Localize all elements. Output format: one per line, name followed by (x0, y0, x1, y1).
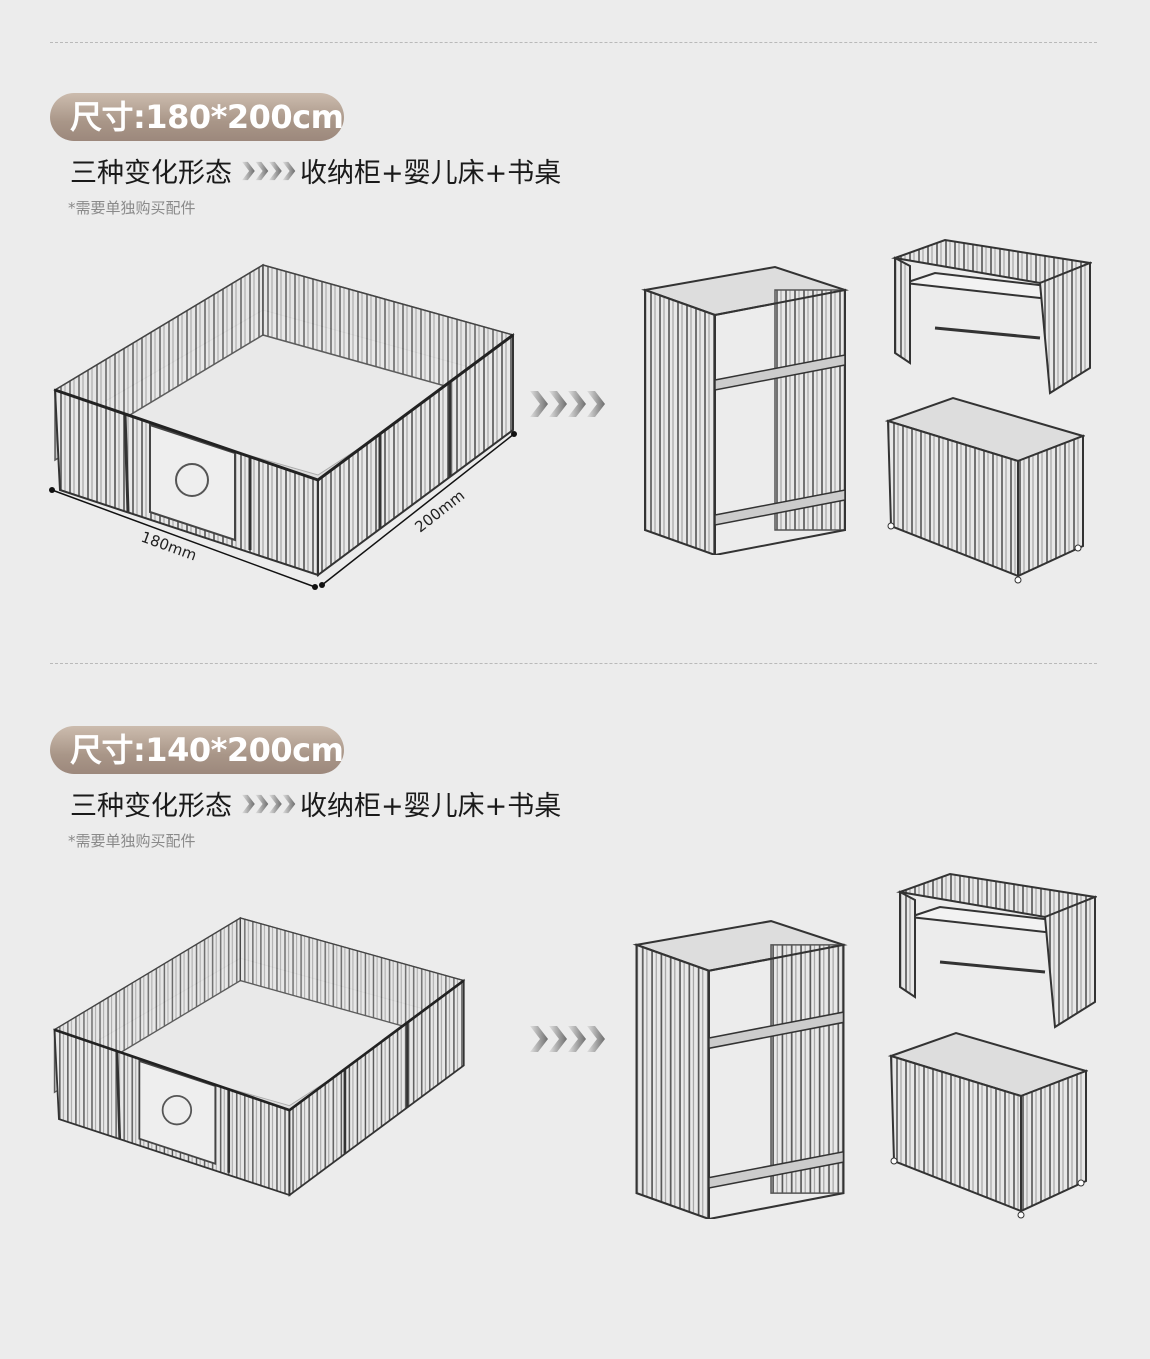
chevron-arrows-icon (530, 391, 605, 417)
storage-cabinet-illustration (644, 266, 846, 555)
accessory-note: *需要单独购买配件 (68, 832, 196, 850)
forms-subtitle: 三种变化形态 收纳柜+婴儿床+书桌 (70, 784, 561, 823)
size-section-180x200: 尺寸:180*200cm 三种变化形态 收纳柜+婴儿床+书桌 *需要单独购买配件… (0, 93, 1150, 726)
product-illustrations: 180mm 200mm (49, 238, 1092, 590)
forms-subtitle: 三种变化形态 收纳柜+婴儿床+书桌 (70, 151, 561, 190)
forms-label: 三种变化形态 (70, 158, 232, 189)
playpen-illustration (53, 916, 466, 1197)
crib-illustration (890, 1032, 1087, 1219)
forms-list: 收纳柜+婴儿床+书桌 (300, 158, 562, 189)
storage-cabinet-illustration (635, 920, 845, 1219)
dimension-lines (51, 433, 515, 588)
size-badge: 尺寸:140*200cm (50, 726, 344, 774)
playpen-illustration (53, 263, 515, 577)
desk-illustration (893, 238, 1092, 395)
desk-illustration (898, 872, 1097, 1029)
chevron-arrows-icon (530, 1026, 605, 1052)
accessory-note: *需要单独购买配件 (68, 199, 196, 217)
size-badge: 尺寸:180*200cm (50, 93, 344, 141)
product-illustrations (53, 872, 1097, 1219)
crib-illustration (887, 397, 1084, 584)
forms-list: 收纳柜+婴儿床+书桌 (300, 791, 562, 822)
divider (50, 42, 1097, 43)
divider (50, 663, 1097, 664)
size-section-140x200: 尺寸:140*200cm 三种变化形态 收纳柜+婴儿床+书桌 *需要单独购买配件 (0, 726, 1150, 1359)
forms-label: 三种变化形态 (70, 791, 232, 822)
